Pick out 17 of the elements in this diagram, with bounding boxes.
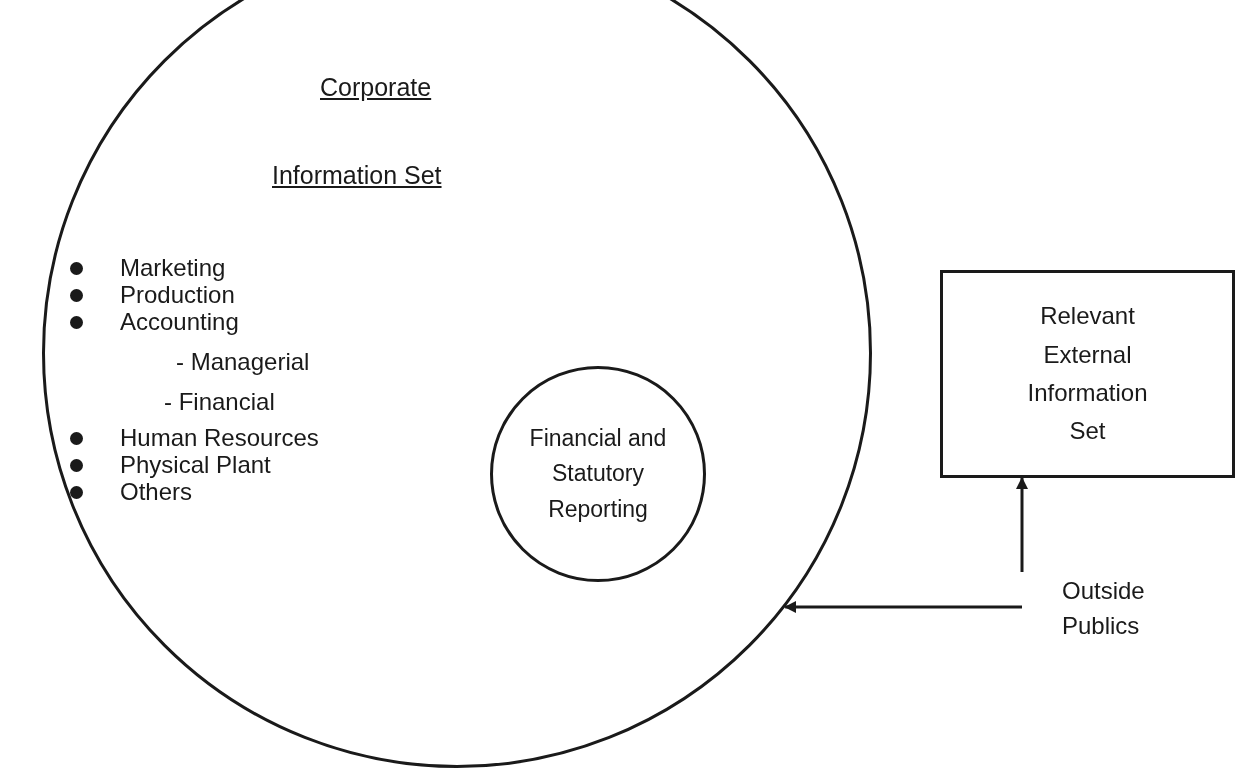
heading-text: Information Set [272,161,442,190]
list-item: Accounting [120,308,239,336]
label-text: Outside Publics [1062,576,1146,641]
arrow [784,601,1022,613]
list-item: - Managerial [176,348,310,376]
process-box [940,270,1235,478]
node-label: Financial and Statutory Reporting [528,423,668,524]
arrow [1016,477,1028,572]
heading-text: Corporate [320,73,432,102]
list-item: Production [120,281,235,309]
list-item: Others [120,478,193,506]
node-label: Relevant External Information Set [1026,301,1149,447]
list-item: Human Resources [120,424,319,452]
circle-node [490,366,706,582]
list-item: - Financial [164,388,275,416]
list-item: Marketing [120,254,226,282]
list-item: Physical Plant [120,451,271,479]
